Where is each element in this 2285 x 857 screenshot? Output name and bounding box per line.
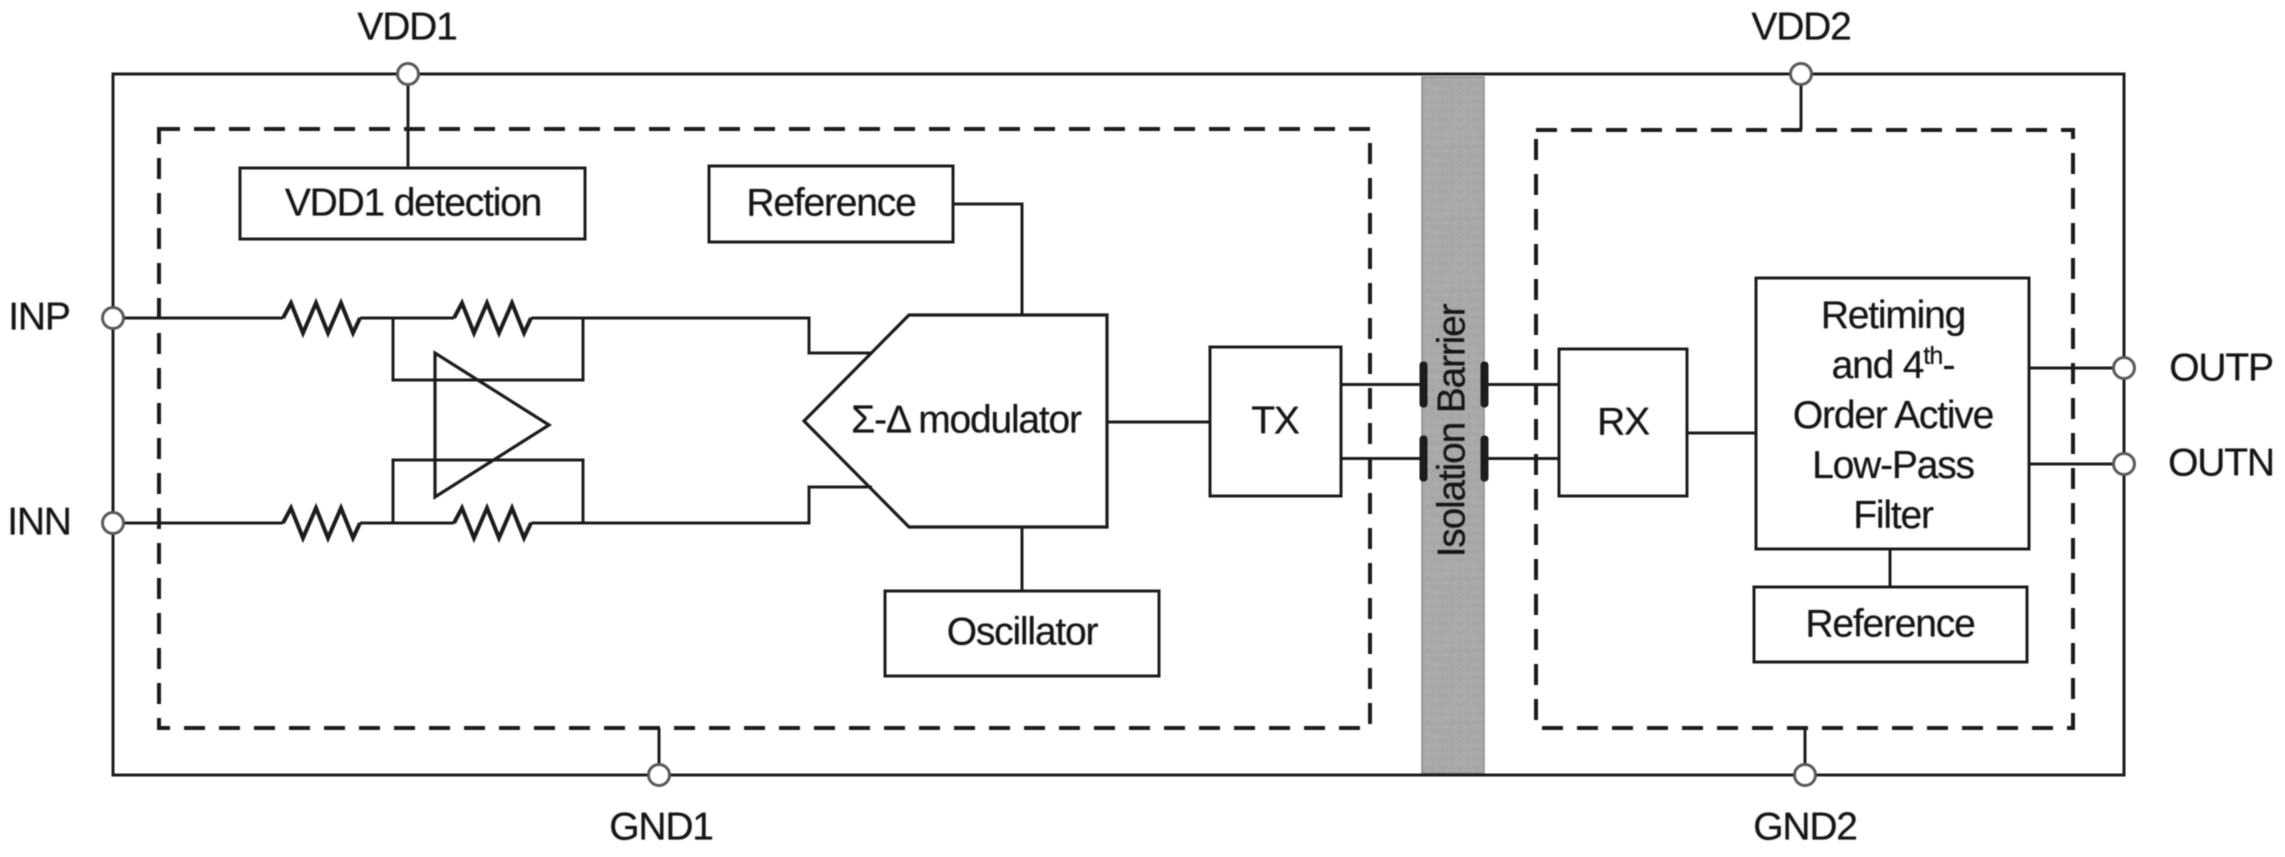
filter-box [1754,276,2031,551]
inn-resistor [281,502,362,544]
outn-terminal [2112,452,2136,476]
rx-label: RX [1597,400,1650,444]
filter-label-line5: Filter [1853,494,1934,537]
gnd1-terminal [647,763,671,787]
inp-feedback-resistor [452,297,533,339]
isolation-barrier-texture [1422,77,1484,773]
inn-feedback-resistor [452,502,533,544]
tx-box [1208,345,1343,498]
inp-resistor [281,297,362,339]
oscillator-label: Oscillator [946,610,1099,654]
filter-label-line2-post: - [1942,344,1956,387]
rx-box [1557,347,1689,498]
inp-terminal [101,306,125,330]
filter-label-line1: Retiming [1820,294,1966,337]
inp-wire-c [531,316,872,355]
reference-left-wire [953,202,1024,315]
pin-label-inp: INP [8,295,71,339]
capacitor-plate-lower-right [1480,435,1489,482]
filter-label: Retiming and 4th- Order Active Low-Pass … [1792,291,1994,541]
outp-terminal [2112,356,2136,380]
vdd1-terminal [396,62,420,86]
pin-label-outn: OUTN [2168,441,2275,485]
oscillator-box [883,589,1161,678]
pin-label-vdd1: VDD1 [357,5,457,49]
reference-left-label: Reference [746,181,916,225]
isolation-barrier-label: Isolation Barrier [1430,304,1474,558]
pin-label-inn: INN [7,500,72,544]
filter-label-line2-pre: and 4 [1831,344,1925,387]
low-side-dashed-box [1534,128,2075,730]
vdd1-detection-box [238,166,587,241]
high-side-dashed-box [157,127,1372,730]
inn-terminal [101,511,125,535]
vdd2-terminal [1789,62,1813,86]
pin-label-gnd2: GND2 [1753,805,1858,849]
pin-label-vdd2: VDD2 [1751,5,1851,49]
capacitor-plate-upper-right [1480,361,1489,408]
reference-right-label: Reference [1805,602,1975,646]
inp-feedback-loop [391,318,585,382]
pin-label-gnd1: GND1 [609,805,714,849]
capacitor-plate-upper-left [1419,361,1428,408]
inn-wire-c [531,485,872,525]
reference-right-box [1752,585,2029,664]
gnd2-terminal [1793,763,1817,787]
filter-label-line2: and 4th- [1831,341,1956,391]
pin-label-outp: OUTP [2169,346,2274,390]
package-outline [111,72,2126,777]
tx-label: TX [1251,399,1300,443]
capacitor-plate-lower-left [1419,435,1428,482]
modulator-pentagon [801,313,1109,529]
reference-left-box [707,164,955,244]
vdd1-detection-label: VDD1 detection [284,181,543,225]
filter-label-line3: Order Active [1792,394,1994,437]
opamp-triangle [433,350,552,500]
filter-label-line4: Low-Pass [1812,444,1975,487]
modulator-label: Σ-Δ modulator [851,398,1082,442]
inn-feedback-loop [391,458,585,523]
filter-label-line2-superscript: th [1923,342,1943,370]
